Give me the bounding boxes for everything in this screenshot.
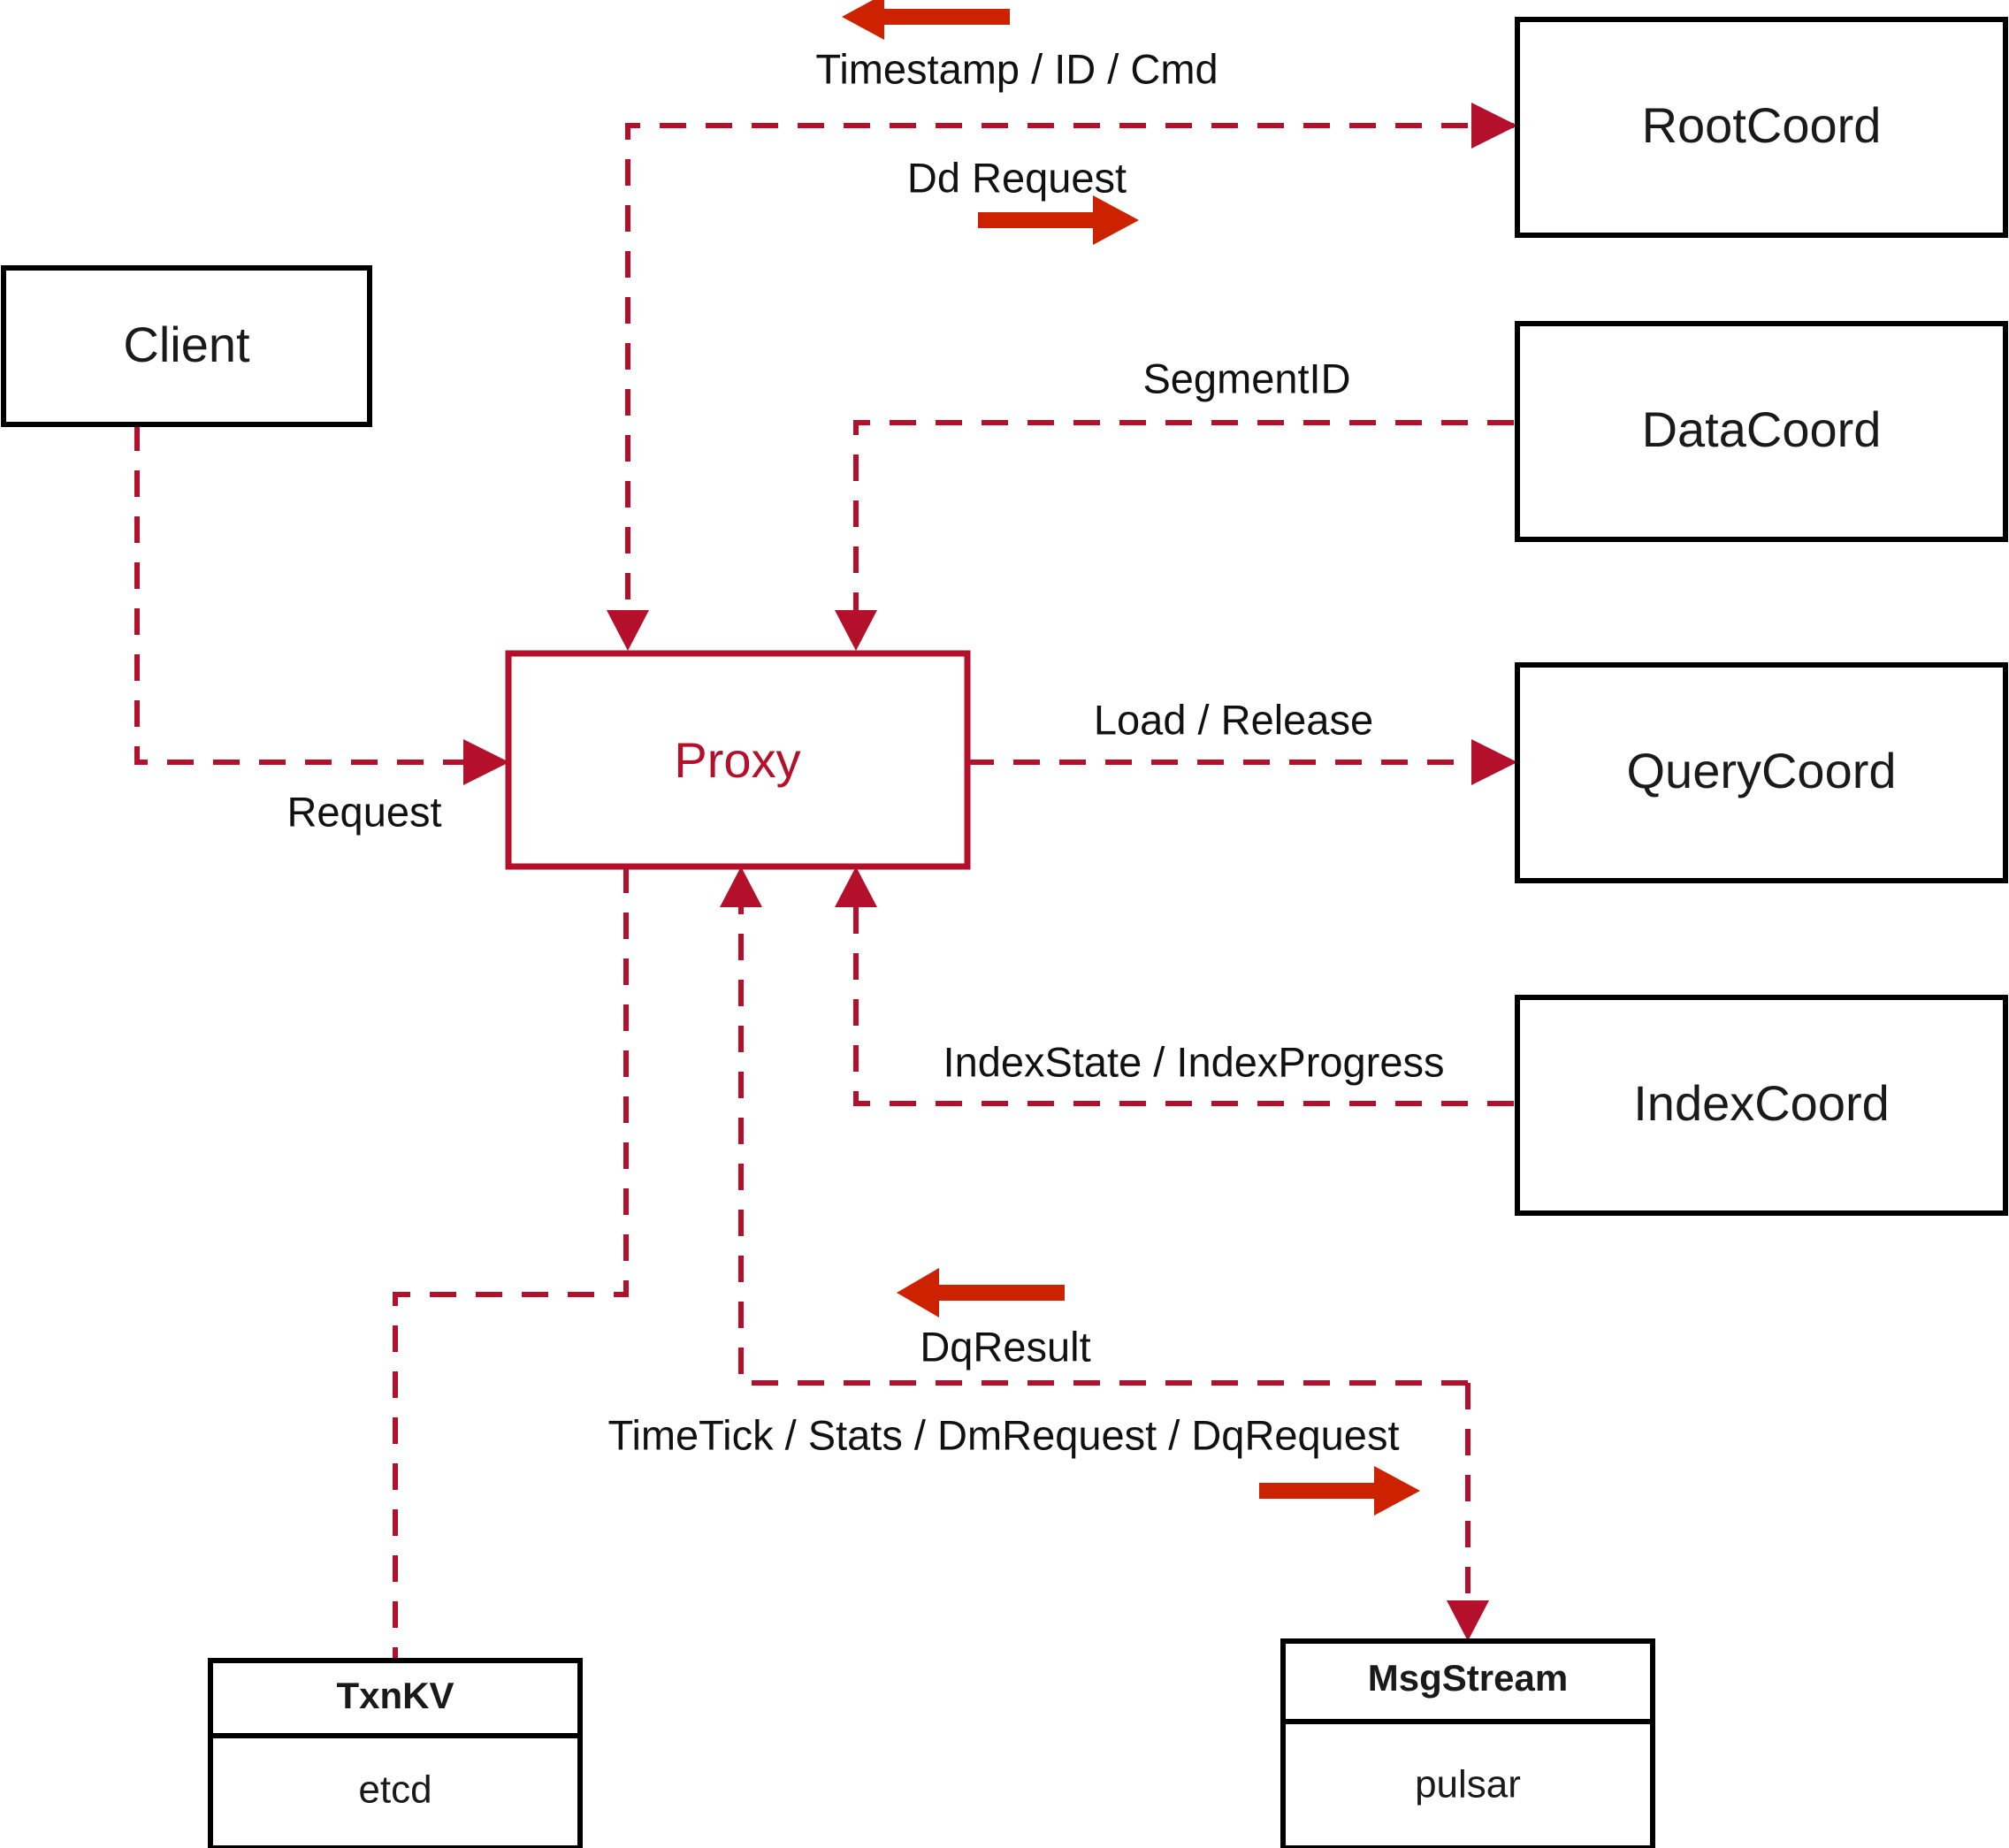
node-indexcoord[interactable]: IndexCoord	[1515, 995, 2008, 1216]
flow-proxy-to-txnkv	[393, 867, 629, 1661]
node-querycoord-label: QueryCoord	[1626, 743, 1896, 798]
node-msgstream-impl: pulsar	[1415, 1763, 1521, 1806]
flow-indexcoord-to-proxy	[853, 881, 1514, 1106]
edge-label-dq-result: DqResult	[920, 1323, 1090, 1370]
arrowhead-proxy-to-rootcoord	[1471, 103, 1517, 149]
node-txnkv[interactable]: TxnKV etcd	[208, 1658, 583, 1848]
arrowhead-rootcoord-to-proxy	[607, 610, 649, 651]
edge-label-dd-request: Dd Request	[907, 154, 1127, 201]
edge-label-index-state-progress: IndexState / IndexProgress	[943, 1038, 1445, 1085]
node-client[interactable]: Client	[1, 265, 372, 427]
flow-datacoord-to-proxy	[853, 420, 1514, 637]
arrowhead-proxy-to-querycoord	[1471, 739, 1517, 785]
flow-rootcoord-to-proxy	[625, 123, 1514, 637]
direction-arrow-dd-request-right	[978, 195, 1139, 245]
flow-client-to-proxy	[134, 424, 477, 765]
arrowhead-indexcoord-to-proxy	[835, 867, 877, 907]
arrowhead-msgstream-to-proxy	[720, 867, 762, 907]
node-msgstream-title: MsgStream	[1368, 1657, 1568, 1699]
edge-label-load-release: Load / Release	[1094, 696, 1373, 743]
flow-msgstream-to-proxy	[738, 881, 1468, 1386]
node-proxy-label: Proxy	[674, 732, 800, 788]
direction-arrow-timetick-right	[1259, 1466, 1420, 1516]
node-msgstream[interactable]: MsgStream pulsar	[1280, 1638, 1655, 1848]
edge-label-segment-id: SegmentID	[1142, 355, 1350, 401]
direction-arrow-dqresult-left	[897, 1268, 1065, 1317]
node-txnkv-title: TxnKV	[336, 1675, 454, 1716]
node-txnkv-impl: etcd	[358, 1768, 432, 1812]
arrowhead-proxy-to-msgstream	[1447, 1600, 1489, 1641]
node-client-label: Client	[123, 317, 250, 372]
edge-label-timestamp-id-cmd: Timestamp / ID / Cmd	[815, 45, 1218, 92]
direction-arrow-timestamp-left	[842, 0, 1010, 40]
arrowhead-client-to-proxy	[463, 739, 509, 785]
node-datacoord[interactable]: DataCoord	[1515, 321, 2008, 542]
node-proxy[interactable]: Proxy	[505, 650, 971, 870]
node-indexcoord-label: IndexCoord	[1633, 1075, 1890, 1131]
node-datacoord-label: DataCoord	[1642, 401, 1882, 457]
node-querycoord[interactable]: QueryCoord	[1515, 662, 2008, 883]
edge-label-request: Request	[286, 788, 441, 835]
arrowhead-datacoord-to-proxy	[835, 610, 877, 651]
node-rootcoord-label: RootCoord	[1642, 97, 1882, 153]
edge-label-timetick-stats: TimeTick / Stats / DmRequest / DqRequest	[607, 1411, 1399, 1458]
node-rootcoord[interactable]: RootCoord	[1515, 17, 2008, 238]
